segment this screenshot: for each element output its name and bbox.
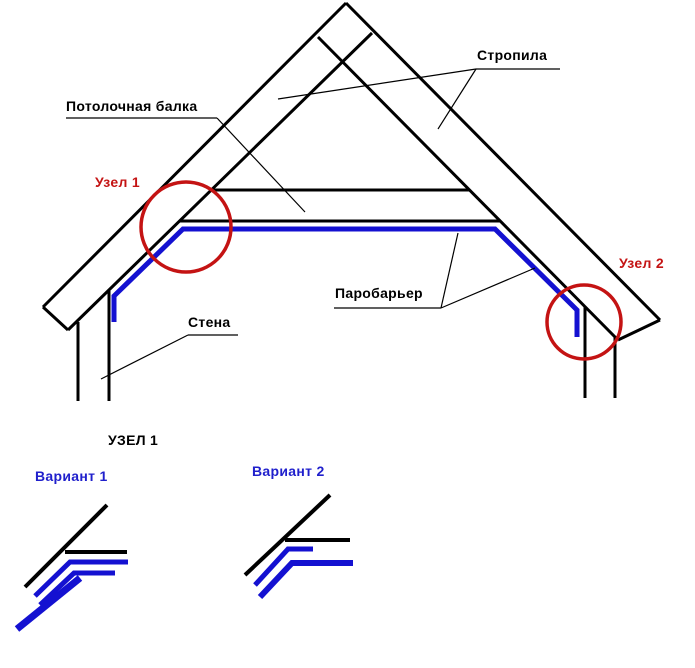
vapor-barrier xyxy=(111,226,580,337)
node-1-circle xyxy=(139,180,233,274)
label-stropila: Стропила xyxy=(477,47,548,63)
leader-parobarrier-1 xyxy=(440,232,459,309)
label-parobarrier: Паробарьер xyxy=(335,285,423,301)
label-potolochnaya-balka: Потолочная балка xyxy=(66,98,198,114)
rafter-right-tip xyxy=(617,318,661,342)
leader-parobarrier-2 xyxy=(440,267,536,309)
variant1-barrier-mid xyxy=(38,570,115,607)
label-variant-2: Вариант 2 xyxy=(252,463,325,479)
variant1-rafter xyxy=(23,503,109,589)
leader-stropila-1 xyxy=(277,68,477,100)
leader-stena-1 xyxy=(100,334,189,380)
variant2-barrier-bottom xyxy=(257,560,353,600)
node-2-circle xyxy=(545,283,623,361)
variant2-barrier-top xyxy=(253,546,313,587)
label-uzel-2: Узел 2 xyxy=(619,255,664,271)
rafter-left-outer xyxy=(41,1,348,309)
label-uzel-1: Узел 1 xyxy=(95,174,140,190)
rafter-left-tip xyxy=(41,305,70,332)
variant1-barrier-top xyxy=(33,559,128,598)
label-uzel-1-caption: УЗЕЛ 1 xyxy=(108,432,159,448)
rafter-left-inner xyxy=(66,31,374,332)
leader-stropila-2 xyxy=(437,68,477,130)
leader-potolochnaya-balka-1 xyxy=(216,117,306,213)
rafter-right-outer xyxy=(344,1,662,322)
label-stena: Стена xyxy=(188,314,231,330)
variant1-barrier-long xyxy=(14,575,83,632)
label-variant-1: Вариант 1 xyxy=(35,468,108,484)
variant2-rafter xyxy=(243,493,332,577)
